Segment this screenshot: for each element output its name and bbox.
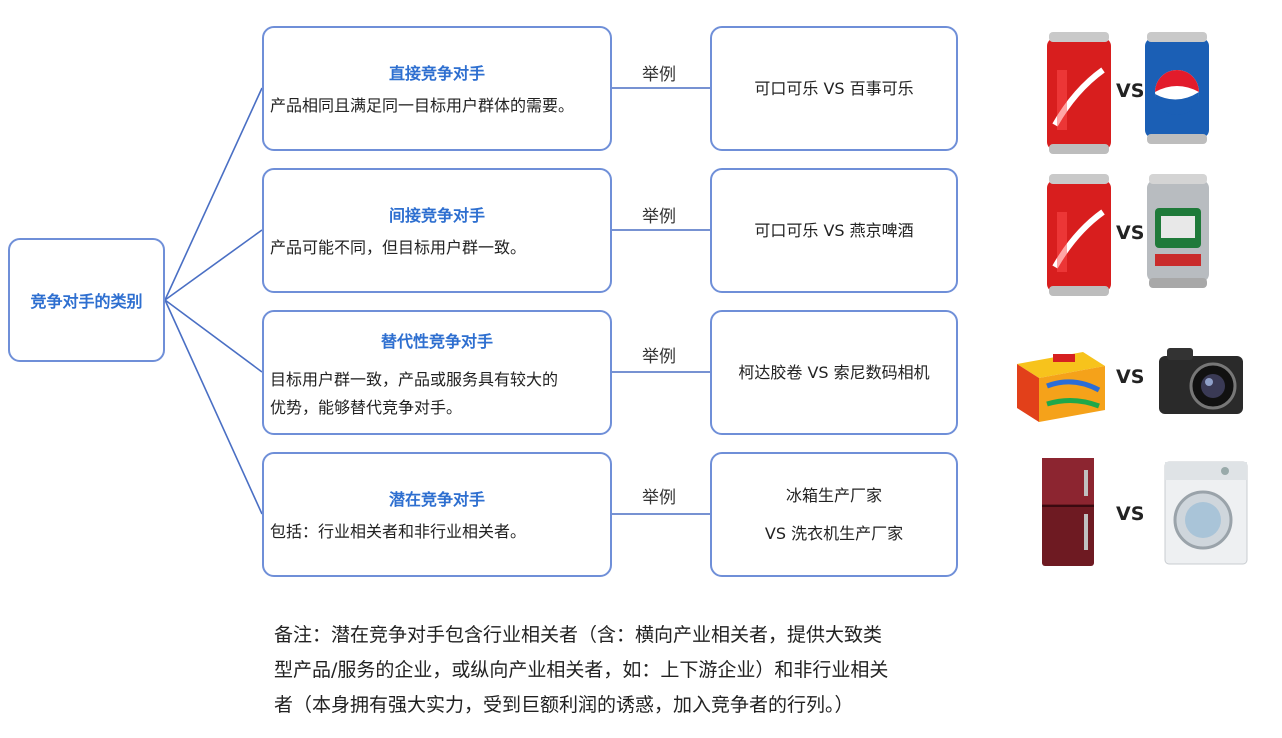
example-text-line-1: 冰箱生产厂家 bbox=[785, 485, 882, 505]
example-text: 可口可乐 VS 燕京啤酒 bbox=[754, 220, 914, 240]
yanjing-beer-can-image bbox=[1147, 174, 1209, 288]
example-label: 举例 bbox=[642, 347, 676, 367]
example-label: 举例 bbox=[642, 488, 676, 508]
category-direct: 直接竞争对手 产品相同且满足同一目标用户群体的需要。 bbox=[262, 26, 612, 151]
vs-label: VS bbox=[1116, 222, 1145, 244]
category-substitute: 替代性竞争对手 目标用户群一致，产品或服务具有较大的 优势，能够替代竞争对手。 bbox=[262, 310, 612, 435]
example-label: 举例 bbox=[642, 65, 676, 85]
root-node: 竞争对手的类别 bbox=[8, 238, 165, 362]
vs-label: VS bbox=[1116, 366, 1145, 388]
branch-line-4 bbox=[164, 299, 263, 515]
root-label: 竞争对手的类别 bbox=[30, 292, 143, 311]
coca-cola-can-image bbox=[1047, 174, 1111, 296]
category-title: 潜在竞争对手 bbox=[388, 490, 485, 509]
note-line-2: 型产品/服务的企业，或纵向产业相关者，如：上下游企业）和非行业相关 bbox=[274, 659, 889, 681]
pepsi-can-image bbox=[1145, 32, 1209, 144]
branch-line-2 bbox=[164, 229, 263, 301]
example-text: 柯达胶卷 VS 索尼数码相机 bbox=[738, 362, 930, 382]
refrigerator-image bbox=[1042, 458, 1094, 566]
example-label: 举例 bbox=[642, 207, 676, 227]
vs-label: VS bbox=[1116, 503, 1145, 525]
note-line-3: 者（本身拥有强大实力，受到巨额利润的诱惑，加入竞争者的行列。） bbox=[274, 694, 854, 716]
vs-label: VS bbox=[1116, 80, 1145, 102]
example-direct: 可口可乐 VS 百事可乐 bbox=[710, 26, 958, 151]
category-desc-line-1: 目标用户群一致，产品或服务具有较大的 bbox=[270, 370, 559, 389]
example-indirect: 可口可乐 VS 燕京啤酒 bbox=[710, 168, 958, 293]
note-line-1: 备注：潜在竞争对手包含行业相关者（含：横向产业相关者，提供大致类 bbox=[274, 624, 883, 646]
category-title: 间接竞争对手 bbox=[388, 206, 485, 225]
category-desc: 产品可能不同，但目标用户群一致。 bbox=[270, 238, 527, 257]
digital-camera-image bbox=[1159, 348, 1243, 414]
washing-machine-image bbox=[1164, 461, 1248, 565]
branch-line-1 bbox=[164, 87, 263, 301]
category-indirect: 间接竞争对手 产品可能不同，但目标用户群一致。 bbox=[262, 168, 612, 293]
example-potential: 冰箱生产厂家 VS 洗衣机生产厂家 bbox=[710, 452, 958, 577]
category-desc: 包括：行业相关者和非行业相关者。 bbox=[270, 522, 527, 541]
kodak-film-box-image bbox=[1017, 352, 1105, 422]
category-desc-line-2: 优势，能够替代竞争对手。 bbox=[270, 398, 463, 417]
category-title: 直接竞争对手 bbox=[388, 64, 485, 83]
example-text-line-2: VS 洗衣机生产厂家 bbox=[764, 523, 904, 543]
category-desc: 产品相同且满足同一目标用户群体的需要。 bbox=[270, 96, 575, 115]
note-text: 备注：潜在竞争对手包含行业相关者（含：横向产业相关者，提供大致类 型产品/服务的… bbox=[274, 618, 974, 723]
category-title: 替代性竞争对手 bbox=[380, 332, 493, 351]
example-substitute: 柯达胶卷 VS 索尼数码相机 bbox=[710, 310, 958, 435]
example-text: 可口可乐 VS 百事可乐 bbox=[754, 78, 914, 98]
category-potential: 潜在竞争对手 包括：行业相关者和非行业相关者。 bbox=[262, 452, 612, 577]
coca-cola-can-image bbox=[1047, 32, 1111, 154]
branch-line-3 bbox=[164, 299, 263, 373]
